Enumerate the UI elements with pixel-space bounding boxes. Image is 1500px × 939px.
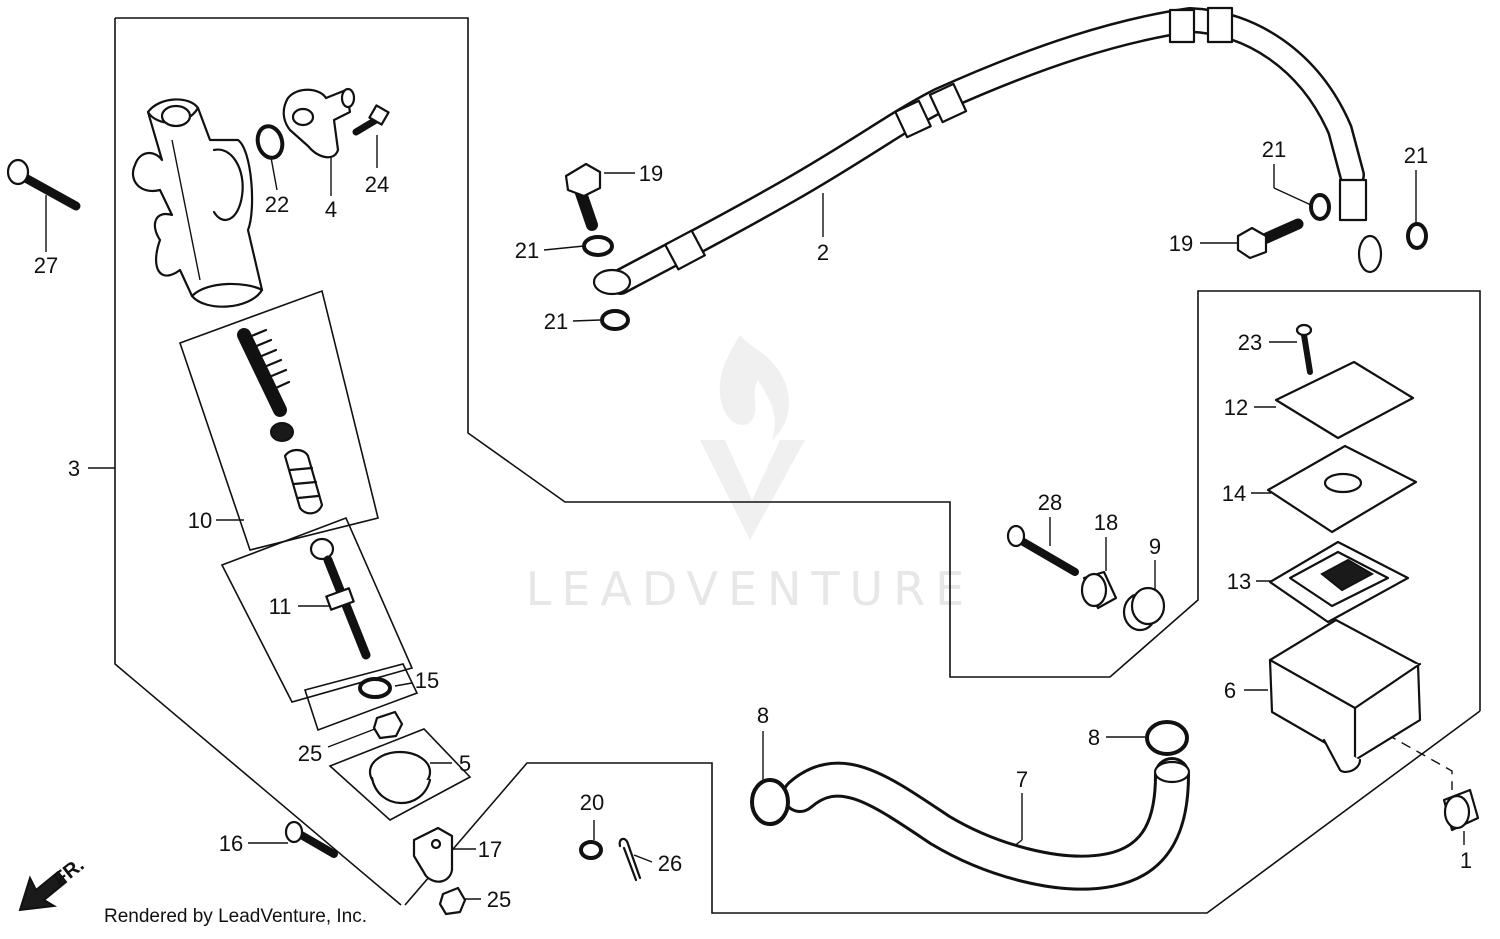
frame-master-cylinder-left: [114, 18, 402, 906]
callout-27: 27: [34, 253, 58, 278]
callout-19-left: 19: [639, 161, 663, 186]
sealing-washer-21-a: [582, 235, 614, 257]
brake-hose-2: [592, 6, 1383, 296]
callout-17: 17: [478, 837, 502, 862]
frame-hose-group: [404, 710, 1481, 914]
nut-25-lower: [438, 886, 467, 916]
frame-boot: [328, 728, 472, 821]
callout-12: 12: [1224, 395, 1248, 420]
callout-2: 2: [817, 240, 829, 265]
reservoir-6: [1268, 618, 1422, 774]
reservoir-joint-bracket: [282, 87, 356, 159]
collar-18: [1080, 570, 1118, 610]
watermark-text: LEADVENTURE: [526, 562, 975, 616]
callout-11: 11: [269, 594, 292, 619]
master-cylinder-body: [132, 98, 264, 308]
callout-5: 5: [459, 751, 471, 776]
reservoir-hose-7: [782, 757, 1191, 891]
callout-26: 26: [658, 851, 682, 876]
callout-10: 10: [188, 508, 212, 533]
callout-16: 16: [219, 831, 243, 856]
dashed-hose-path: [1371, 725, 1453, 790]
joint-clevis-17: [412, 826, 454, 883]
callout-21-b: 21: [544, 309, 568, 334]
sealing-washer-21-b: [600, 309, 630, 331]
oil-bolt-19-left: [564, 162, 602, 231]
callout-18: 18: [1094, 510, 1118, 535]
sealing-washer-21-d: [1406, 222, 1428, 250]
nut-25-upper: [372, 710, 404, 740]
washer-15: [358, 677, 392, 699]
callout-1: 1: [1460, 848, 1472, 873]
callout-21-a: 21: [515, 238, 539, 263]
callout-14: 14: [1222, 481, 1246, 506]
push-rod-11: [309, 537, 371, 660]
front-direction-arrow: [18, 870, 68, 912]
callout-7: 7: [1016, 767, 1028, 792]
render-credit: Rendered by LeadVenture, Inc.: [104, 906, 367, 927]
callout-21-d: 21: [1404, 143, 1428, 168]
callout-25-lower: 25: [487, 887, 511, 912]
callout-3: 3: [68, 456, 80, 481]
callout-25-upper: 25: [298, 741, 322, 766]
frame-piston-kit: [178, 289, 379, 551]
watermark-logo: [700, 335, 805, 540]
grommet-1: [1442, 788, 1480, 832]
frame-pushrod: [220, 516, 414, 703]
hose-clip-8-left: [750, 778, 790, 826]
o-ring-22: [255, 124, 285, 160]
callout-8-left: 8: [757, 703, 769, 728]
piston-set-10: [237, 328, 324, 515]
frame-master-cylinder: [115, 17, 1481, 711]
hose-clip-8-right: [1145, 720, 1189, 756]
callout-4: 4: [325, 197, 337, 222]
rubber-mount-9: [1122, 586, 1166, 632]
bolt-28: [1006, 524, 1079, 576]
bolt-27: [6, 158, 81, 211]
sealing-washer-21-c: [1309, 193, 1331, 221]
callout-9: 9: [1149, 534, 1161, 559]
diaphragm-plate-14: [1266, 444, 1418, 534]
callout-28: 28: [1038, 490, 1062, 515]
cotter-pin-26: [618, 837, 642, 882]
screw-24: [352, 104, 390, 136]
oil-bolt-19-right: [1236, 218, 1304, 260]
callout-8-right: 8: [1088, 725, 1100, 750]
callout-20: 20: [580, 790, 604, 815]
joint-pin-16: [284, 820, 338, 858]
boot-5: [368, 750, 432, 805]
reservoir-cap-12: [1274, 360, 1415, 440]
diaphragm-13: [1268, 540, 1410, 624]
callout-6: 6: [1224, 678, 1236, 703]
callout-15: 15: [415, 668, 439, 693]
screw-23: [1295, 323, 1313, 375]
callout-22: 22: [265, 192, 289, 217]
callout-24: 24: [365, 172, 389, 197]
callout-21-c: 21: [1262, 137, 1286, 162]
callout-23: 23: [1238, 330, 1262, 355]
frame-washer-15: [303, 663, 419, 732]
washer-20: [579, 840, 603, 860]
callout-13: 13: [1227, 569, 1251, 594]
callout-19-right: 19: [1169, 231, 1193, 256]
